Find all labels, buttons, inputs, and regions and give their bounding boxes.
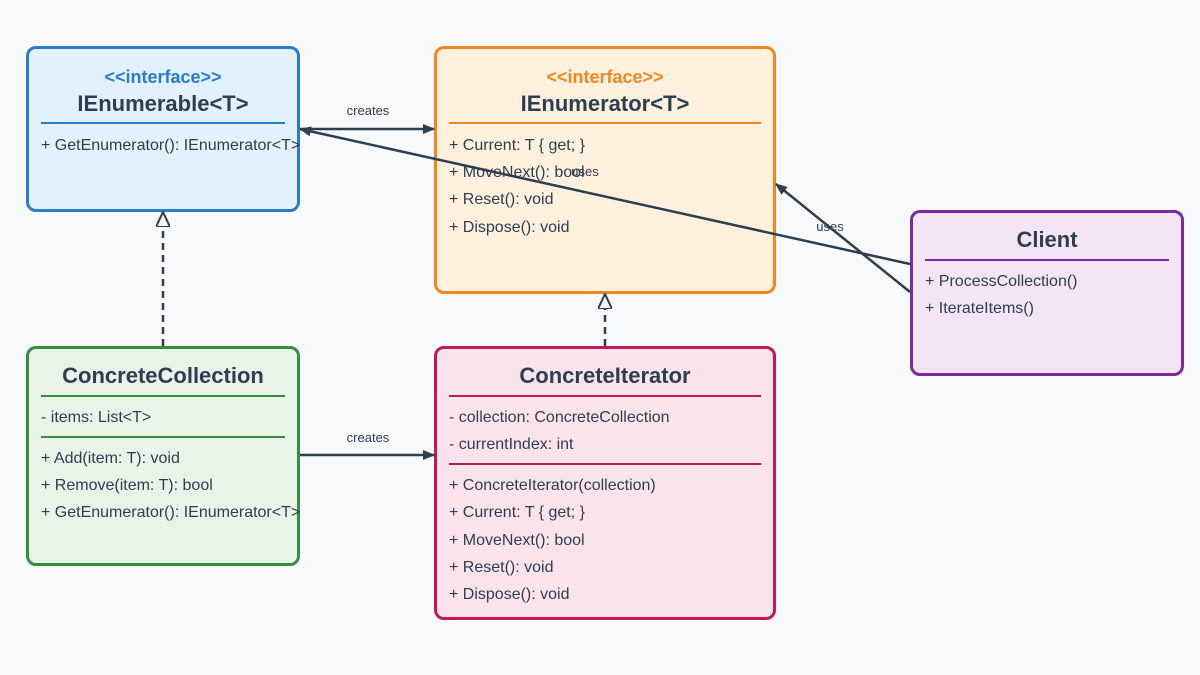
concrete-collection-class-box: ConcreteCollection - items: List<T> + Ad…: [26, 346, 300, 566]
concrete-collection-field: - items: List<T>: [41, 409, 152, 426]
concrete-iterator-field: - collection: ConcreteCollection: [449, 409, 670, 426]
ienumerator-divider: [449, 122, 761, 124]
concrete-iterator-method: + MoveNext(): bool: [449, 532, 585, 549]
concrete-collection-method: + Remove(item: T): bool: [41, 477, 213, 494]
concrete-iterator-method: + Current: T { get; }: [449, 504, 585, 521]
client-divider: [925, 259, 1169, 261]
ienumerator-interface-box: <<interface>> IEnumerator<T> + Current: …: [434, 46, 776, 294]
concrete-iterator-field: - currentIndex: int: [449, 436, 574, 453]
creates-label-bottom: creates: [347, 430, 390, 445]
ienumerable-divider: [41, 122, 285, 124]
ienumerator-method: + Reset(): void: [449, 191, 554, 208]
concrete-iterator-class-box: ConcreteIterator - collection: ConcreteC…: [434, 346, 776, 620]
concrete-iterator-method: + ConcreteIterator(collection): [449, 477, 656, 494]
client-method: + ProcessCollection(): [925, 273, 1078, 290]
ienumerator-title: IEnumerator<T>: [520, 91, 690, 116]
concrete-collection-method: + GetEnumerator(): IEnumerator<T>: [41, 504, 301, 521]
client-class-box: Client + ProcessCollection() + IterateIt…: [910, 210, 1184, 376]
ienumerable-method: + GetEnumerator(): IEnumerator<T>: [41, 137, 301, 154]
client-method: + IterateItems(): [925, 300, 1034, 317]
ienumerator-method: + Dispose(): void: [449, 219, 570, 236]
creates-label-top: creates: [347, 103, 390, 118]
uses-label-ienumerator: uses: [816, 219, 844, 234]
concrete-collection-divider: [41, 436, 285, 438]
ienumerator-method: + Current: T { get; }: [449, 137, 585, 154]
client-title: Client: [1016, 227, 1078, 252]
concrete-iterator-method: + Dispose(): void: [449, 586, 570, 603]
concrete-iterator-divider: [449, 395, 761, 397]
concrete-collection-title: ConcreteCollection: [62, 363, 264, 388]
concrete-collection-method: + Add(item: T): void: [41, 450, 180, 467]
uses-arrow-client-to-ienumerator: [775, 183, 911, 293]
concrete-iterator-title: ConcreteIterator: [519, 363, 691, 388]
ienumerable-title: IEnumerable<T>: [77, 91, 249, 116]
ienumerable-stereotype: <<interface>>: [104, 67, 222, 87]
concrete-collection-divider: [41, 395, 285, 397]
concrete-iterator-method: + Reset(): void: [449, 559, 554, 576]
ienumerable-interface-box: <<interface>> IEnumerable<T> + GetEnumer…: [26, 46, 300, 212]
concrete-iterator-divider: [449, 463, 761, 465]
ienumerator-method: + MoveNext(): bool: [449, 164, 585, 181]
ienumerator-stereotype: <<interface>>: [546, 67, 664, 87]
